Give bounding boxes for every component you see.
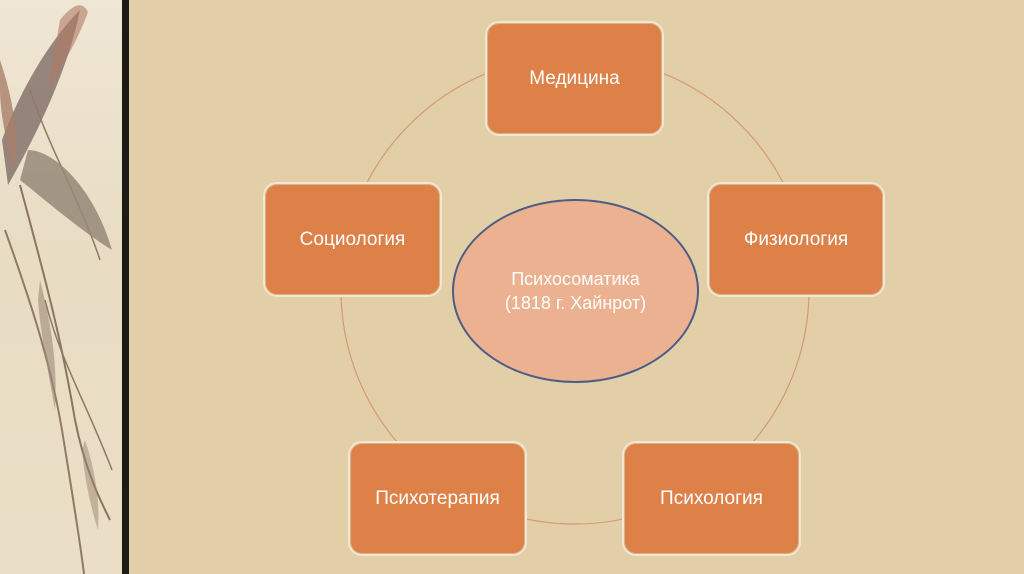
node-sociology: Социология bbox=[263, 182, 442, 297]
node-psychology: Психология bbox=[622, 441, 801, 556]
node-physiology: Физиология bbox=[707, 182, 885, 297]
leaf-illustration bbox=[0, 5, 113, 574]
node-psychotherapy: Психотерапия bbox=[348, 441, 527, 556]
center-node-psychosomatics: Психосоматика (1818 г. Хайнрот) bbox=[452, 199, 699, 383]
node-medicine: Медицина bbox=[485, 21, 664, 136]
leaf-decoration bbox=[0, 0, 122, 574]
panel-divider bbox=[122, 0, 129, 574]
